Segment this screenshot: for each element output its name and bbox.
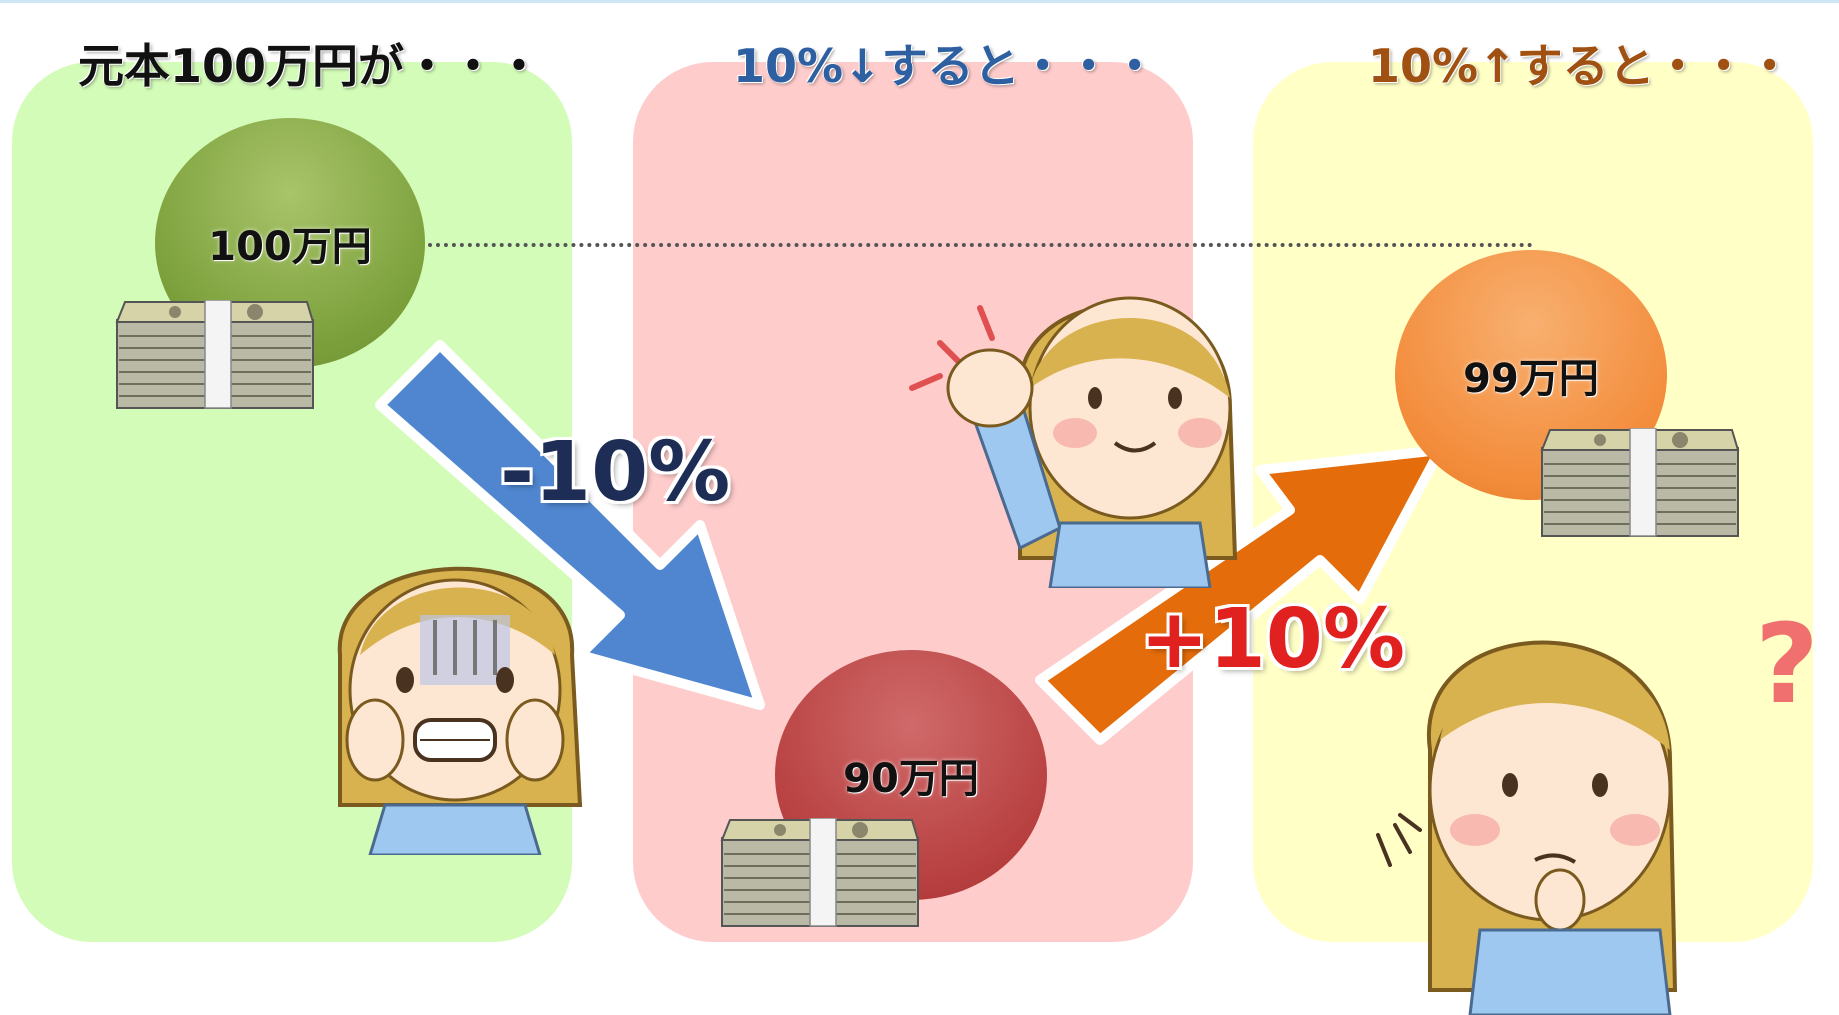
heading-up: 10%↑すると・・・ — [1368, 39, 1793, 93]
decrease-label: -10% — [500, 425, 731, 520]
worried-woman-icon — [337, 566, 583, 855]
amount-circle-start: 100万円 — [155, 118, 425, 368]
question-mark-icon: ? — [1755, 600, 1819, 728]
down-arrow-icon — [375, 340, 765, 710]
top-rule — [0, 0, 1839, 3]
increase-label: +10% — [1140, 592, 1405, 687]
cash-stack-icon — [116, 300, 314, 409]
up-arrow-icon — [1035, 445, 1445, 745]
cash-stack-icon — [721, 818, 919, 927]
heading-down: 10%↓すると・・・ — [733, 39, 1158, 93]
clipped-caption: ▔▔▔▔ — [1455, 0, 1578, 20]
reference-dotted-line — [428, 243, 1533, 247]
heading-principal: 元本100万円が・・・ — [78, 39, 543, 93]
cash-stack-icon — [1541, 428, 1739, 537]
cheering-woman-icon — [909, 296, 1238, 588]
thinking-woman-icon — [1376, 640, 1678, 1015]
